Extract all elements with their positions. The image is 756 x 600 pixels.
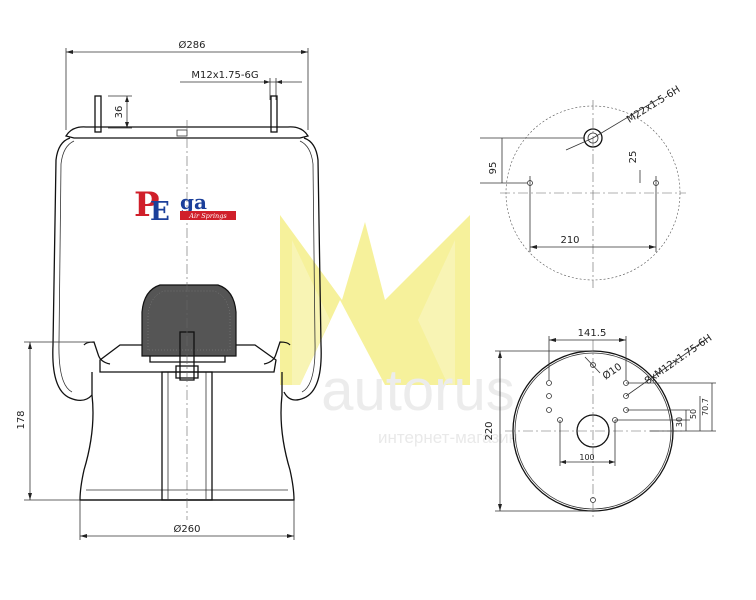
dim-hole-spacing: 210: [560, 235, 579, 246]
side-view: Ø286 M12x1.75-6G 36: [16, 39, 322, 540]
bottom-view: 141.5 Ø10 8xM12x1.75-6H 220 100 30 50 70…: [484, 328, 716, 520]
logo-tagline: Air Springs: [188, 212, 227, 220]
logo-letter-p: P: [134, 185, 160, 225]
dim-top-thread: M22x1.5-6H: [625, 84, 682, 125]
bolt-holes: [546, 362, 629, 503]
pega-logo: P E ga Air Springs: [134, 185, 236, 227]
top-view: 210 95 25 M22x1.5-6H: [480, 84, 686, 288]
dim-height-bottom: 220: [484, 421, 495, 440]
dim-height: 178: [16, 410, 27, 429]
watermark-text-small: интернет-магазин: [378, 428, 518, 447]
dim-hole-diameter: Ø10: [600, 361, 624, 383]
dim-bolt-thread: 8xM12x1.75-6H: [643, 333, 714, 388]
dim-bottom-diameter: Ø260: [174, 523, 201, 535]
dim-width: 141.5: [578, 328, 607, 339]
dim-30: 30: [675, 417, 684, 427]
watermark: autorus интернет-магазин: [280, 215, 518, 447]
dim-offset-small: 25: [628, 151, 639, 164]
dim-center: 100: [579, 453, 594, 462]
logo-suffix: ga: [180, 190, 207, 214]
dim-offset-y: 95: [488, 162, 499, 175]
watermark-logo-shape: [280, 215, 470, 385]
dim-top-diameter: Ø286: [179, 39, 206, 51]
logo-letter-e: E: [150, 197, 170, 227]
dim-stud-height: 36: [114, 106, 125, 119]
dim-stud-thread: M12x1.75-6G: [191, 70, 258, 81]
watermark-text-large: autorus: [321, 358, 514, 423]
bumper: [141, 284, 237, 357]
dim-70-7: 70.7: [701, 398, 710, 416]
dim-50: 50: [689, 409, 698, 419]
